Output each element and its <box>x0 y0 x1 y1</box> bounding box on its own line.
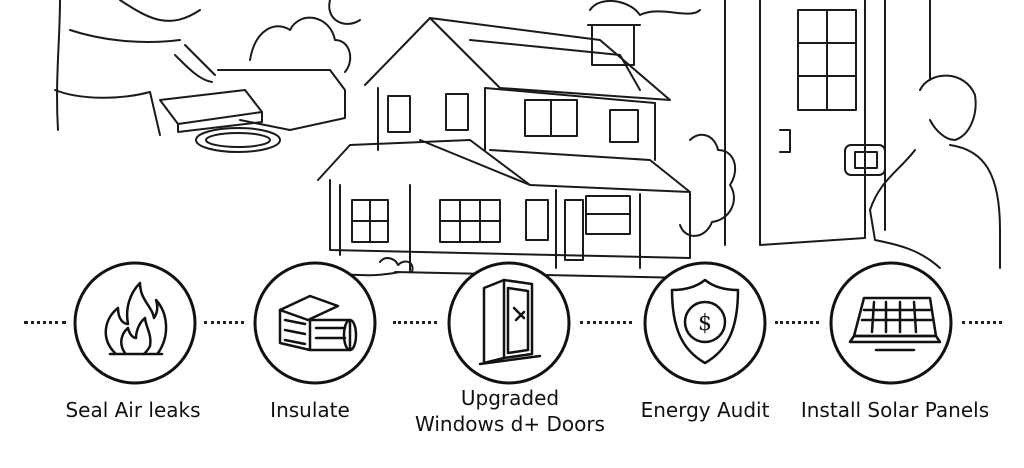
connector-dots <box>775 321 819 328</box>
step-energy-audit: $ <box>640 258 770 388</box>
worker-left <box>54 0 216 136</box>
svg-text:$: $ <box>698 311 712 336</box>
step-label: Insulate <box>270 398 350 422</box>
step-upgraded-windows-doors <box>444 258 574 388</box>
house <box>317 17 691 279</box>
step-seal-air-leaks <box>70 258 200 388</box>
flame-icon <box>104 281 168 356</box>
connector-dots <box>24 321 66 328</box>
window-icon <box>478 278 542 366</box>
step-label: Energy Audit <box>640 398 770 422</box>
connector-dots <box>393 321 437 328</box>
step-label-line2: Windows d+ Doors <box>415 412 605 436</box>
connector-dots <box>580 321 632 328</box>
step-label: Seal Air leaks <box>65 398 201 422</box>
connector-dots <box>962 321 1002 328</box>
worker-right <box>844 74 1001 269</box>
house-illustration <box>54 0 1001 279</box>
insulation-roll-icon <box>278 294 358 352</box>
step-insulate <box>250 258 380 388</box>
solar-panel-icon <box>848 296 942 352</box>
connector-dots <box>204 321 244 328</box>
dollar-shield-icon: $ <box>670 278 740 365</box>
step-install-solar-panels <box>826 258 956 388</box>
step-label-line1: Upgraded <box>460 386 560 410</box>
step-label: Install Solar Panels <box>800 398 990 422</box>
toolbox <box>159 69 346 153</box>
front-door <box>724 0 931 246</box>
